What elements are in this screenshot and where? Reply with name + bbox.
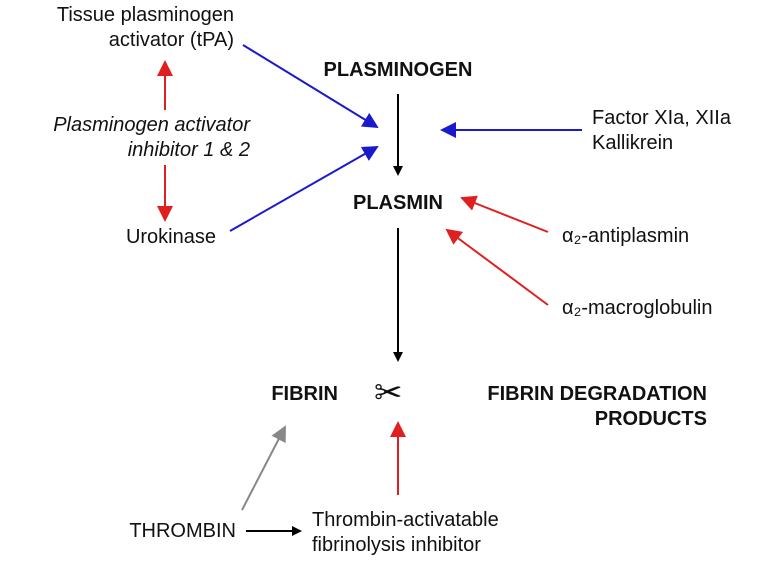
- arrow-tpa-activates: [242, 44, 379, 129]
- arrow-thrombin-to-fibrin: [241, 425, 286, 511]
- label-urokinase-text: Urokinase: [125, 226, 216, 248]
- label-tpa-text: Tissue plasminogen activator (tPA): [56, 4, 234, 51]
- label-tafi-text: Thrombin-activatable fibrinolysis inhibi…: [312, 509, 499, 556]
- label-macroglobulin: α₂-macroglobulin: [562, 296, 713, 321]
- label-urokinase: Urokinase: [126, 225, 216, 250]
- label-fdp-text: FIBRIN DEGRADATION PRODUCTS: [487, 383, 707, 430]
- label-fibrin: FIBRIN: [271, 382, 338, 407]
- arrow-urokinase-activates: [229, 146, 379, 232]
- label-factor: Factor XIa, XIIa Kallikrein: [592, 106, 731, 156]
- label-pai: Plasminogen activator inhibitor 1 & 2: [53, 113, 250, 163]
- label-plasmin-text: PLASMIN: [353, 192, 443, 214]
- label-thrombin: THROMBIN: [129, 519, 236, 544]
- scissors-icon: ✂: [374, 374, 403, 412]
- label-factor-text: Factor XIa, XIIa Kallikrein: [592, 107, 731, 154]
- label-fibrin-text: FIBRIN: [271, 383, 338, 405]
- label-antiplasmin-text: α₂-antiplasmin: [562, 225, 690, 247]
- label-fdp: FIBRIN DEGRADATION PRODUCTS: [487, 382, 707, 432]
- label-pai-text: Plasminogen activator inhibitor 1 & 2: [53, 114, 250, 161]
- arrow-macroglobulin-inhibits: [445, 228, 549, 306]
- label-tafi: Thrombin-activatable fibrinolysis inhibi…: [312, 508, 499, 558]
- label-tpa: Tissue plasminogen activator (tPA): [57, 3, 234, 53]
- arrow-antiplasmin-inhibits: [460, 195, 549, 233]
- label-macroglobulin-text: α₂-macroglobulin: [562, 297, 713, 319]
- label-antiplasmin: α₂-antiplasmin: [562, 224, 689, 249]
- label-plasmin: PLASMIN: [318, 191, 478, 216]
- label-plasminogen: PLASMINOGEN: [308, 58, 488, 83]
- label-thrombin-text: THROMBIN: [129, 520, 236, 542]
- label-plasminogen-text: PLASMINOGEN: [323, 59, 473, 81]
